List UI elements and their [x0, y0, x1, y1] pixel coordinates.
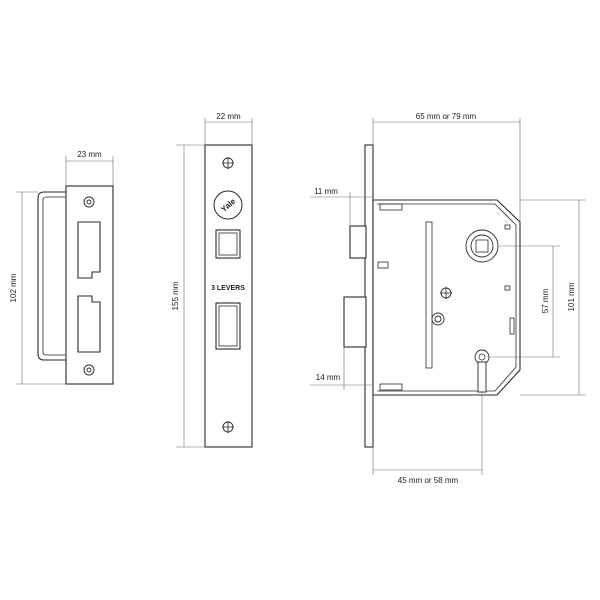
keyhole-slot: [477, 361, 487, 393]
lock-case-inner: [377, 203, 517, 392]
small-slot: [509, 317, 515, 335]
strike-plate: 23 mm 102 mm: [9, 150, 114, 385]
latch-face-inner: [218, 232, 238, 256]
case-tab: [379, 383, 403, 391]
strike-width-label: 23 mm: [77, 150, 102, 159]
case-depth-label: 65 mm or 79 mm: [416, 112, 477, 121]
keyhole-centre: [478, 353, 486, 361]
levers-label: 3 LEVERS: [211, 285, 245, 292]
forend-width-label: 22 mm: [216, 112, 241, 121]
yale-logo-ring: [213, 190, 243, 220]
follower-inner: [470, 234, 494, 258]
spindle-square: [475, 239, 489, 253]
strike-plate-lip: [37, 191, 68, 361]
lever-slot: [425, 221, 433, 369]
case-tab: [379, 203, 403, 211]
small-slot: [504, 224, 511, 230]
strike-plate-lip-inner: [42, 196, 66, 356]
bolt-face-inner: [218, 305, 238, 347]
latch-bolt: [349, 225, 367, 259]
screw-hole-bottom-inner: [86, 367, 92, 373]
bolt-opening: [77, 295, 101, 353]
lock-body: 65 mm or 79 mm 11 mm 14 mm 45 mm or 58 m…: [310, 112, 586, 485]
forend-height-label: 155 mm: [171, 281, 180, 310]
centres-label: 57 mm: [541, 288, 550, 313]
latch-projection-label: 11 mm: [314, 187, 338, 196]
backset-label: 45 mm or 58 mm: [398, 476, 459, 485]
bolt-projection-label: 14 mm: [316, 373, 341, 382]
body-height-label: 101 mm: [567, 282, 576, 311]
forend-edge: [364, 144, 374, 448]
strike-plate-body: [65, 185, 114, 385]
screw-hole-top-inner: [86, 199, 92, 205]
rivet-inner: [434, 315, 442, 323]
case-tab: [377, 261, 389, 269]
small-slot: [504, 285, 511, 291]
bolt-face: [215, 302, 241, 350]
forend-plate: [204, 144, 253, 448]
strike-height-label: 102 mm: [9, 273, 18, 302]
dead-bolt: [343, 296, 367, 348]
forend: Yale 3 LEVERS 22 mm 155 mm: [171, 112, 253, 448]
latch-opening: [77, 221, 101, 279]
latch-face: [215, 229, 241, 259]
